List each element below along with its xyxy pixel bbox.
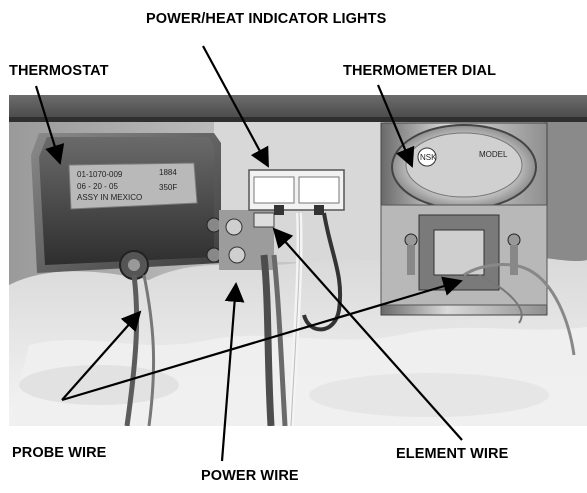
label-element-wire: ELEMENT WIRE bbox=[396, 446, 509, 462]
plate-line1: 01-1070-009 bbox=[77, 170, 123, 179]
indicator-lights bbox=[248, 169, 345, 215]
label-power-heat-lights: POWER/HEAT INDICATOR LIGHTS bbox=[146, 11, 387, 27]
label-probe-wire: PROBE WIRE bbox=[12, 445, 107, 461]
appliance-photo: 01-1070-009 06 - 20 - 05 ASSY IN MEXICO … bbox=[9, 95, 587, 426]
dial-model: MODEL bbox=[479, 150, 508, 159]
label-thermostat: THERMOSTAT bbox=[9, 63, 109, 79]
thermometer-housing: NSK MODEL bbox=[380, 122, 548, 316]
thermostat-box: 01-1070-009 06 - 20 - 05 ASSY IN MEXICO … bbox=[31, 133, 222, 280]
label-power-wire: POWER WIRE bbox=[201, 468, 299, 484]
terminal-lugs bbox=[219, 210, 275, 270]
plate-side1: 1884 bbox=[159, 168, 177, 177]
plate-line3: ASSY IN MEXICO bbox=[77, 193, 142, 202]
dial-brand: NSK bbox=[420, 153, 437, 162]
plate-side2: 350F bbox=[159, 183, 177, 192]
label-thermometer-dial: THERMOMETER DIAL bbox=[343, 63, 497, 79]
plate-line2: 06 - 20 - 05 bbox=[77, 182, 118, 191]
